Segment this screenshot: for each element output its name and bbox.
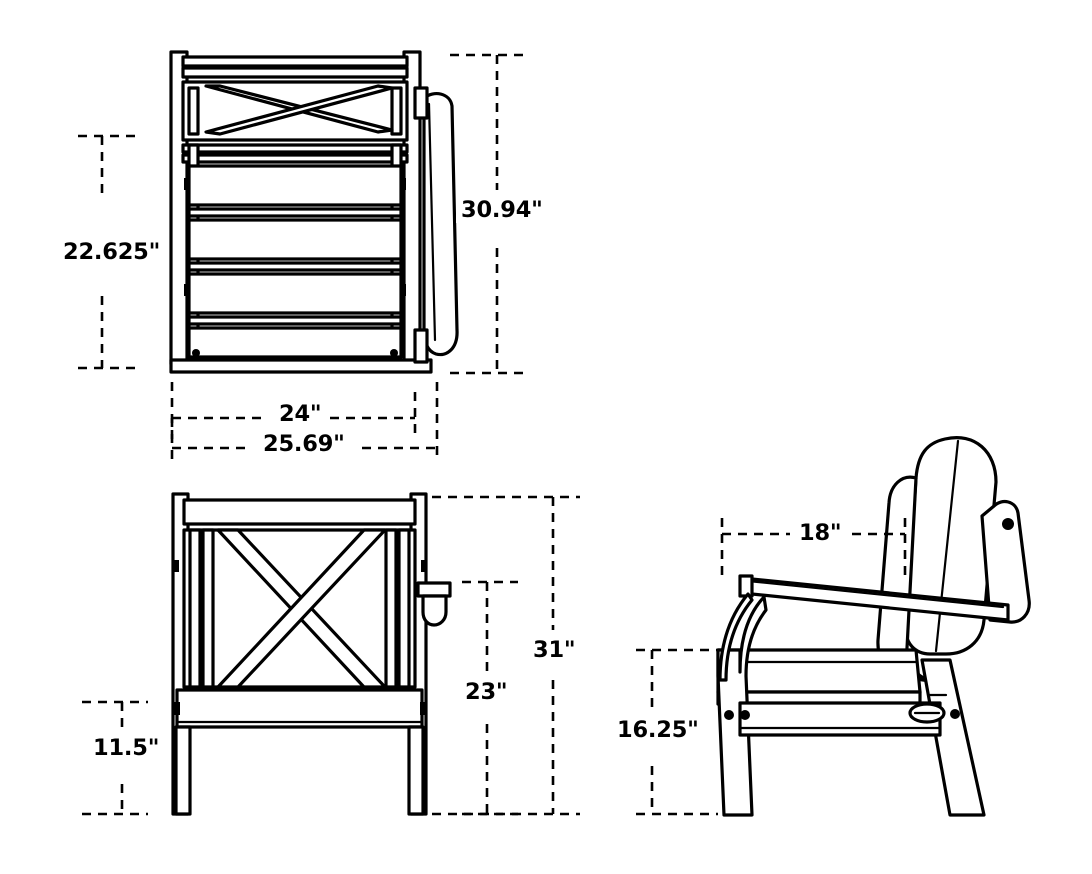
dimension-label-height-overall: 31" (528, 638, 581, 663)
dimension-line-depth-seat (78, 134, 140, 370)
top-view-group (169, 50, 459, 374)
back-view-x-brace (216, 528, 387, 689)
side-view-back-cushion (904, 436, 998, 656)
side-view-back-post (980, 499, 1031, 624)
dimension-label-depth-back-to-arm: 18" (794, 521, 847, 546)
dimension-label-depth-seat: 22.625" (58, 240, 166, 265)
dimension-line-width-overall (170, 382, 439, 460)
dimension-line-width-seat (170, 382, 417, 440)
back-view-group (171, 492, 452, 816)
dimension-label-height-arm: 16.25" (612, 718, 704, 743)
dimension-line-height-arm (636, 648, 718, 816)
dimension-label-height-leg: 11.5" (88, 736, 165, 761)
top-view-x-brace (204, 84, 394, 136)
dimension-label-width-overall: 25.69" (258, 432, 350, 457)
dimension-label-depth-overall: 30.94" (456, 198, 548, 223)
dimension-line-depth-overall (450, 53, 530, 375)
dimension-label-width-seat: 24" (274, 402, 327, 427)
side-view-group (716, 436, 1031, 817)
dimension-line-height-overall (432, 495, 580, 816)
side-view-rear-leg (920, 658, 986, 817)
back-view-arm-rest (416, 581, 452, 627)
dimension-line-depth-back-to-arm (720, 518, 907, 582)
dimension-label-height-back: 23" (460, 680, 513, 705)
dimension-line-height-leg (82, 700, 148, 816)
